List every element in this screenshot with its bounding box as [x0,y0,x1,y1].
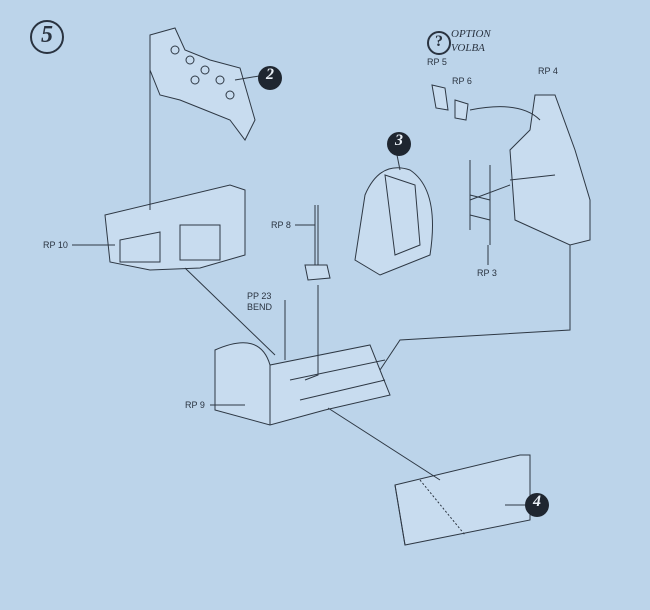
part-badge-4: 4 [525,493,549,517]
label-rp3: RP 3 [477,268,497,278]
assembly-arrows [72,65,571,506]
volba-label: VOLBA [451,42,485,54]
bulkhead-part [394,454,531,546]
rp4-part [509,94,591,246]
label-pp23: PP 23 [247,291,272,301]
question-icon: ? [427,31,451,55]
label-bend: BEND [247,302,273,312]
label-rp5: RP 5 [427,57,447,67]
label-rp8: RP 8 [271,220,291,230]
label-rp10: RP 10 [43,240,68,250]
rp8-part [304,205,331,281]
part-badge-2: 2 [258,66,282,90]
label-rp4: RP 4 [538,66,558,76]
option-label: OPTION [451,28,491,40]
rp9-part [214,342,391,426]
label-rp6: RP 6 [452,76,472,86]
part-badge-3: 3 [387,132,411,156]
rp3-part [469,160,491,245]
instrument-panel-part [149,27,256,141]
label-rp9: RP 9 [185,400,205,410]
rp10-part [104,184,246,271]
step-number: 5 [30,20,64,54]
seat-part [354,167,433,276]
